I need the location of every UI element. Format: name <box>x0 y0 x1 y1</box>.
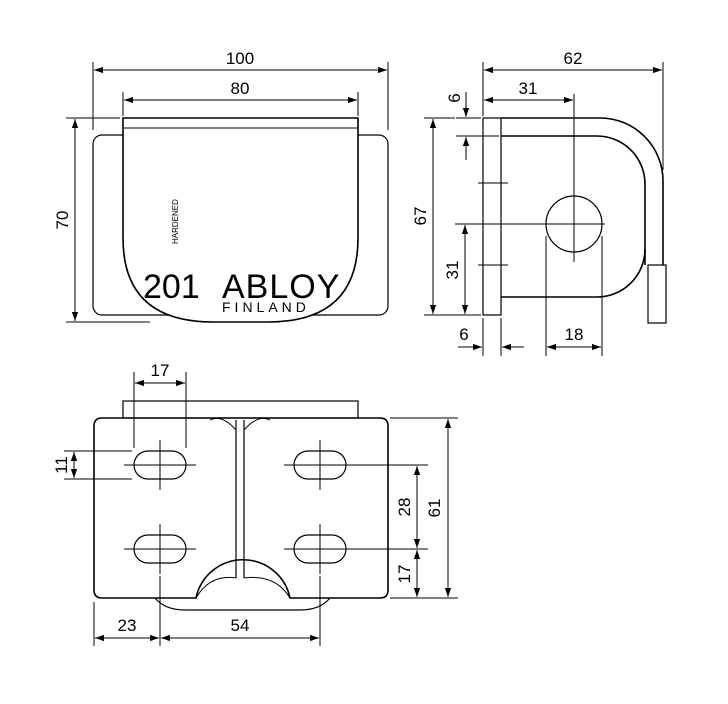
dim-front-body-width: 80 <box>231 79 250 98</box>
plate-outline <box>93 417 389 599</box>
side-plate <box>482 117 502 316</box>
plate-view: 17 11 61 28 17 23 54 <box>52 361 458 646</box>
dim-side-hole-diameter: 18 <box>565 325 584 344</box>
dim-front-total-width: 100 <box>226 49 254 68</box>
dim-plate-height: 61 <box>425 499 444 518</box>
side-shackle-outer <box>501 117 664 265</box>
plate-channel-curve-left <box>209 417 237 431</box>
dim-slot-height: 11 <box>52 456 71 474</box>
dim-side-hole-height: 31 <box>443 261 462 280</box>
plate-bottom-lip <box>154 597 331 611</box>
plate-notch-left <box>195 576 237 599</box>
dim-slot-width: 17 <box>151 361 170 380</box>
plate-channel-curve-right <box>243 417 271 431</box>
dim-slot-offset-bottom: 17 <box>395 565 414 584</box>
logo-country: FINLAND <box>222 299 310 315</box>
side-shackle-inner <box>501 135 646 265</box>
dim-slot-spacing-horizontal: 54 <box>231 616 250 635</box>
dim-side-height: 67 <box>411 207 430 226</box>
dim-side-total-width: 62 <box>564 49 583 68</box>
logo-model-number: 201 <box>143 268 200 306</box>
dim-side-hole-offset: 31 <box>519 79 538 98</box>
side-shackle-tail <box>647 264 667 324</box>
dim-slot-offset-left: 23 <box>118 616 137 635</box>
logo-brand: ABLOY <box>222 268 340 306</box>
dim-slot-spacing-vertical: 28 <box>395 498 414 517</box>
front-view: HARDENED 201 ABLOY FINLAND 100 80 70 <box>53 49 389 323</box>
front-lock-body <box>122 117 359 323</box>
plate-notch-right <box>243 576 291 599</box>
dim-side-wall-top: 6 <box>445 93 464 102</box>
dim-front-height: 70 <box>53 211 72 230</box>
side-view: 62 31 6 67 31 6 18 <box>411 49 667 356</box>
hardened-stamp: HARDENED <box>171 199 180 244</box>
dim-side-wall-bottom: 6 <box>459 325 468 344</box>
plate-top-bar <box>122 400 359 419</box>
side-shackle-lower <box>501 248 646 298</box>
